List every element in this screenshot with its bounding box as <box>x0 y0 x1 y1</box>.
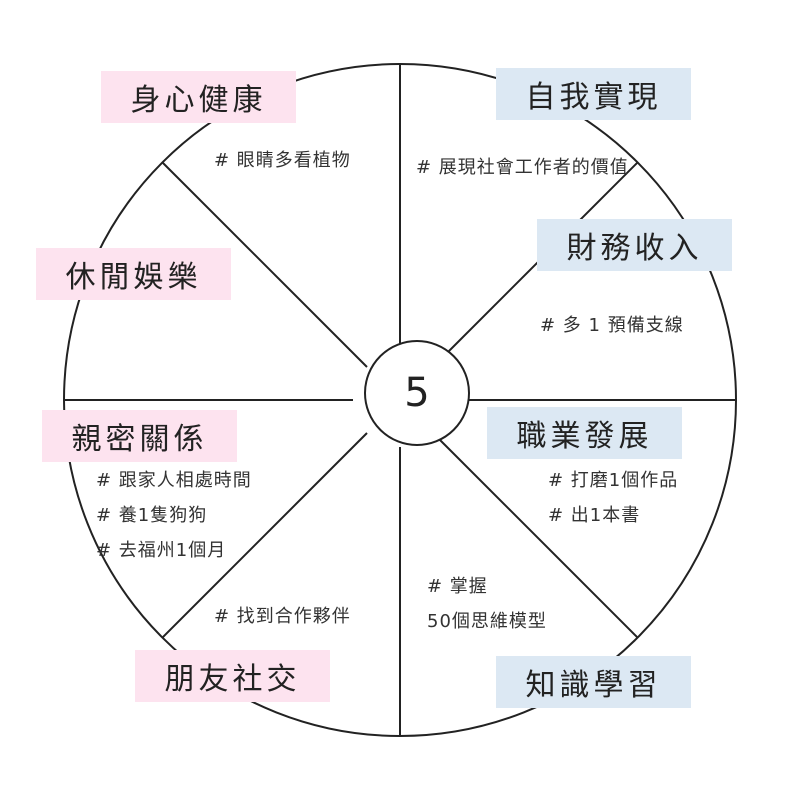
note-item: # 多 1 預備支線 <box>540 315 684 336</box>
note-item: # 眼睛多看植物 <box>214 150 351 171</box>
notes-self-actualization: # 展現社會工作者的價值 <box>416 150 629 185</box>
center-circle <box>364 340 470 446</box>
label-intimate-relationship: 親密關係 <box>42 410 237 462</box>
note-item: # 跟家人相處時間 <box>96 470 252 491</box>
divider-diagonal-top-left <box>162 162 368 368</box>
divider-diagonal-top-right <box>432 162 638 368</box>
note-item: # 展現社會工作者的價值 <box>416 157 629 178</box>
label-finance: 財務收入 <box>537 219 732 271</box>
divider-diagonal-bottom-right <box>432 432 638 638</box>
center-score: 5 <box>404 370 430 416</box>
notes-finance: # 多 1 預備支線 <box>540 308 684 343</box>
notes-learning: # 掌握 50個思維模型 <box>427 569 547 639</box>
label-self-actualization: 自我實現 <box>496 68 691 120</box>
note-item: 50個思維模型 <box>427 611 547 632</box>
note-item: # 養1隻狗狗 <box>96 505 208 526</box>
label-health: 身心健康 <box>101 71 296 123</box>
notes-health: # 眼睛多看植物 <box>214 143 351 178</box>
label-social: 朋友社交 <box>135 650 330 702</box>
label-learning: 知識學習 <box>496 656 691 708</box>
label-leisure: 休閒娛樂 <box>36 248 231 300</box>
notes-career: # 打磨1個作品 # 出1本書 <box>548 463 678 533</box>
note-item: # 掌握 <box>427 576 488 597</box>
notes-social: # 找到合作夥伴 <box>214 599 351 634</box>
notes-intimate-relationship: # 跟家人相處時間 # 養1隻狗狗 # 去福州1個月 <box>96 463 252 568</box>
note-item: # 出1本書 <box>548 505 641 526</box>
divider-diagonal-bottom-left <box>162 432 368 638</box>
note-item: # 去福州1個月 <box>96 540 227 561</box>
note-item: # 找到合作夥伴 <box>214 606 351 627</box>
note-item: # 打磨1個作品 <box>548 470 679 491</box>
label-career: 職業發展 <box>487 407 682 459</box>
